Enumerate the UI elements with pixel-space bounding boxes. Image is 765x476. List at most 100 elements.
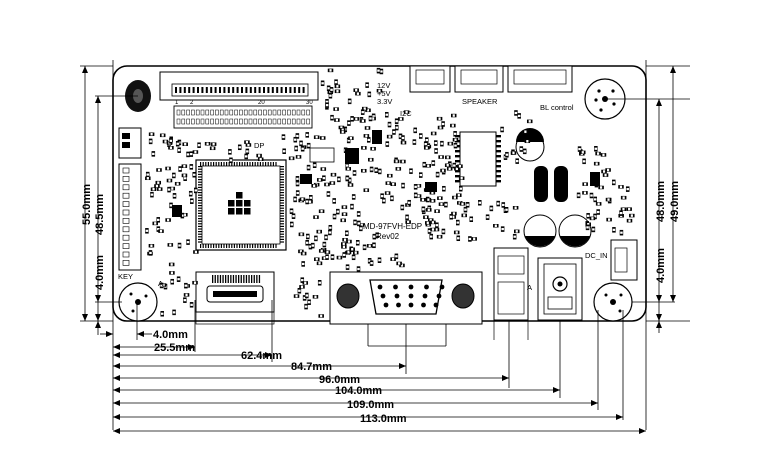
smd-pad [344, 242, 347, 246]
smd-pad [610, 218, 612, 222]
smd-part [172, 193, 177, 199]
smd-pad [583, 150, 586, 154]
smd-pad [376, 71, 380, 74]
smd-pad [337, 180, 341, 182]
smd-pad [456, 223, 460, 226]
smd-pad [589, 193, 593, 195]
smd-part [148, 250, 153, 256]
smd-pad [196, 150, 198, 154]
smd-ic [309, 147, 335, 163]
smd-pad [317, 257, 320, 261]
arrowhead [399, 363, 406, 369]
smd-pad [169, 141, 173, 144]
smd-part [359, 225, 363, 232]
connector-pin [249, 87, 252, 93]
smd-pad [361, 146, 363, 150]
smd-pad [330, 90, 334, 93]
smd-part [330, 172, 337, 177]
smd-pad [290, 212, 294, 214]
smd-part [582, 191, 588, 195]
smd-part [174, 181, 181, 186]
smd-pad [182, 142, 185, 146]
smd-pad [405, 218, 409, 220]
smd-pad [455, 212, 457, 216]
smd-part [281, 134, 286, 140]
smd-pad [353, 174, 357, 176]
smd-pad [160, 133, 162, 137]
smd-part [317, 280, 322, 286]
smd-pad [444, 169, 446, 173]
smd-pad [347, 120, 351, 122]
smd-pad [205, 142, 207, 146]
smd-pad [327, 85, 331, 88]
smd-part [440, 168, 446, 173]
arrowhead [553, 387, 560, 393]
smd-part [489, 205, 494, 212]
smd-pad [146, 172, 150, 174]
smd-pad [149, 142, 153, 144]
chip-leg [280, 212, 284, 214]
ic-leg [455, 135, 460, 138]
smd-pad [308, 244, 312, 246]
smd-pad [426, 208, 428, 212]
smd-pad [450, 167, 453, 171]
smd-pad [348, 98, 352, 101]
smd-pad [369, 108, 371, 112]
smd-part [582, 182, 588, 186]
smd-part [456, 235, 461, 242]
smd-components [145, 67, 635, 318]
smd-pad [349, 250, 353, 252]
smd-pad [429, 191, 432, 195]
vga-pin [424, 284, 429, 290]
smd-pad [351, 183, 354, 187]
smd-part [294, 145, 298, 152]
smd-pad [456, 138, 458, 142]
smd-pad [321, 80, 325, 83]
smd-part [430, 227, 436, 232]
smd-pad [293, 140, 297, 143]
hdmi-pin [253, 275, 255, 283]
smd-part [601, 169, 607, 174]
chip-leg [280, 236, 284, 238]
smd-pad [401, 117, 404, 121]
smd-part [302, 281, 309, 285]
hdmi-pin [214, 275, 216, 283]
smd-pad [486, 218, 490, 220]
chip-leg [280, 194, 284, 196]
header-pin [301, 109, 306, 116]
smd-pad [603, 173, 605, 177]
smd-part [356, 266, 361, 272]
smd-part [390, 182, 396, 186]
smd-part [245, 143, 252, 147]
smd-pad [322, 209, 325, 213]
smd-part [582, 158, 586, 165]
chip-leg [280, 228, 284, 230]
header-pin [301, 118, 306, 125]
smd-pad [154, 184, 156, 188]
smd-pad [605, 169, 607, 173]
chip-leg [280, 173, 284, 175]
smd-part [300, 277, 305, 283]
smd-pad [400, 261, 402, 265]
key-pin [122, 243, 130, 249]
smd-pad [419, 137, 423, 139]
smd-pad [421, 206, 425, 209]
smd-part [510, 151, 517, 155]
arrowhead [591, 400, 598, 406]
smd-part [342, 252, 347, 258]
smd-pad [330, 258, 334, 260]
smd-pad [304, 145, 307, 149]
smd-pad [307, 299, 311, 302]
header-pin [181, 118, 186, 125]
smd-pad [317, 261, 319, 265]
smd-part [440, 140, 444, 147]
chip-leg [198, 179, 202, 181]
smd-pad [505, 155, 509, 158]
chip-leg [280, 210, 284, 212]
mounting-hole-bottom-left [118, 282, 158, 322]
smd-part [350, 116, 354, 122]
smd-pad [245, 152, 249, 154]
smd-pad [514, 110, 518, 112]
smd-pad [290, 221, 294, 224]
smd-pad [313, 166, 317, 168]
